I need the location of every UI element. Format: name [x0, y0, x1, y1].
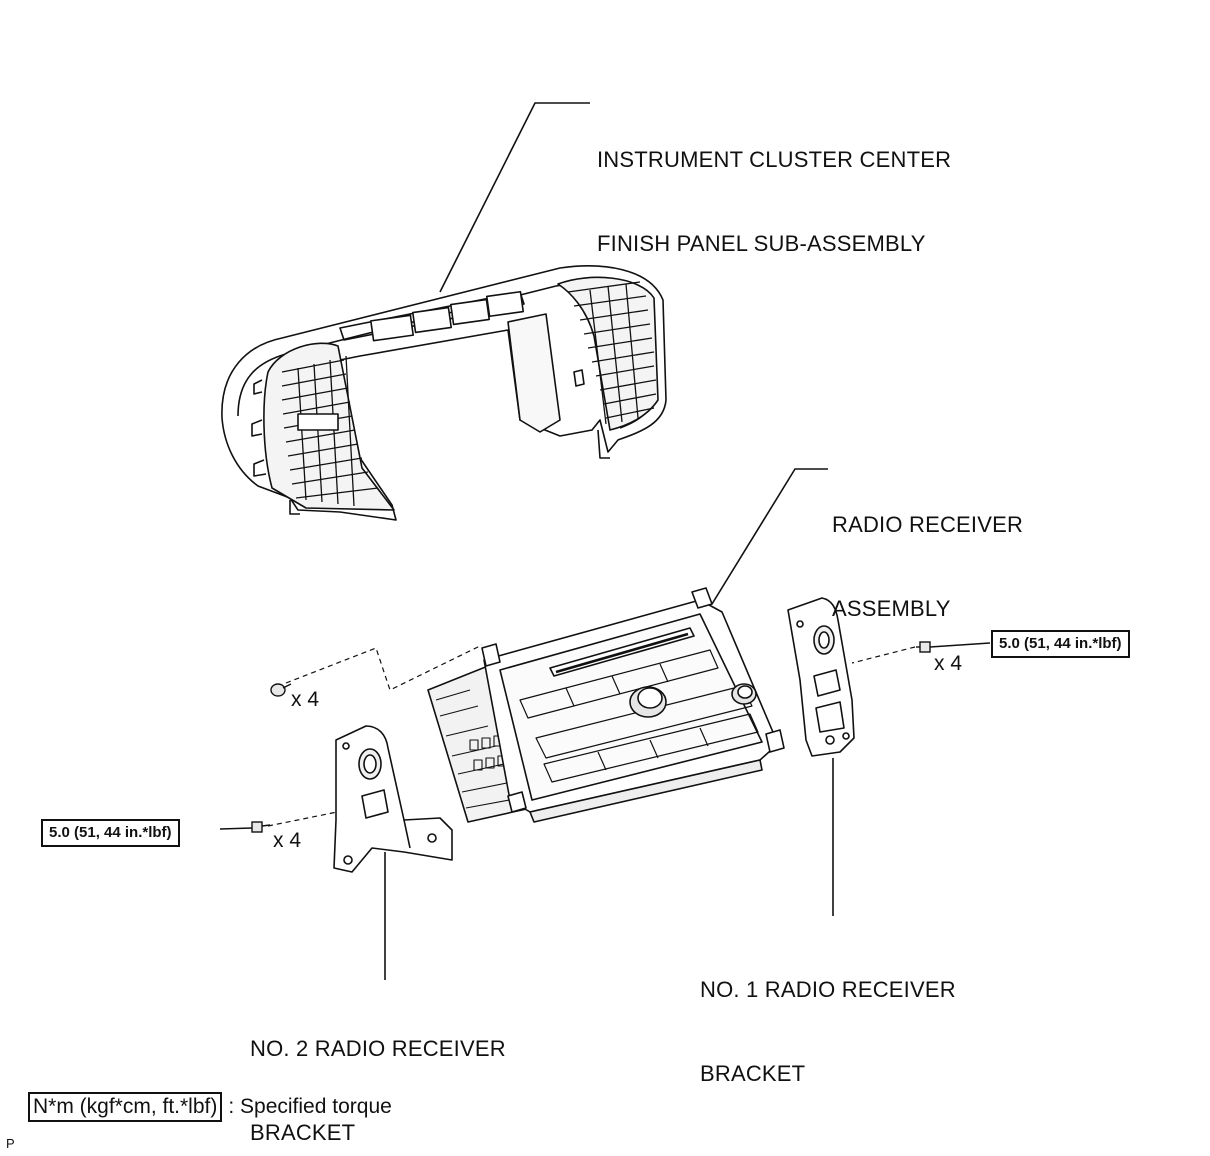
radio-receiver-label: RADIO RECEIVER ASSEMBLY: [832, 455, 1023, 679]
radio-receiver-label-line2: ASSEMBLY: [832, 596, 951, 621]
finish-panel-label-line1: INSTRUMENT CLUSTER CENTER: [597, 147, 952, 172]
bolt-left: [219, 821, 271, 833]
leader-finish-panel: [439, 102, 590, 293]
bolt-right: [916, 641, 991, 653]
finish-panel-label: INSTRUMENT CLUSTER CENTER FINISH PANEL S…: [597, 90, 951, 314]
qty-right: x 4: [934, 652, 963, 675]
finish-panel-label-line2: FINISH PANEL SUB-ASSEMBLY: [597, 231, 926, 256]
leader-lines: [384, 102, 834, 980]
finish-panel-drawing: [221, 265, 667, 521]
corner-mark: P: [6, 1136, 15, 1151]
leader-radio-receiver: [711, 468, 828, 605]
legend-text: : Specified torque: [228, 1095, 392, 1118]
bracket-1-label-line2: BRACKET: [700, 1061, 806, 1086]
bracket-2-label: NO. 2 RADIO RECEIVER BRACKET: [250, 979, 506, 1156]
bracket-2-label-line1: NO. 2 RADIO RECEIVER: [250, 1036, 506, 1061]
screw-upper-left: [270, 683, 292, 697]
torque-legend: N*m (kgf*cm, ft.*lbf) : Specified torque: [28, 1092, 392, 1122]
dash-upper-left: [285, 644, 483, 691]
radio-receiver-label-line1: RADIO RECEIVER: [832, 512, 1024, 537]
torque-spec-left: 5.0 (51, 44 in.*lbf): [41, 819, 180, 847]
torque-spec-right: 5.0 (51, 44 in.*lbf): [991, 630, 1130, 658]
qty-upper-left: x 4: [291, 688, 320, 711]
bracket-1-label-line1: NO. 1 RADIO RECEIVER: [700, 977, 956, 1002]
bracket-2-drawing: [333, 725, 453, 873]
legend-unit-box: N*m (kgf*cm, ft.*lbf): [28, 1092, 223, 1122]
dash-right: [851, 646, 916, 664]
bracket-2-label-line2: BRACKET: [250, 1120, 356, 1145]
bracket-1-label: NO. 1 RADIO RECEIVER BRACKET: [700, 920, 956, 1144]
qty-left: x 4: [273, 829, 302, 852]
radio-receiver-drawing: [427, 587, 785, 823]
bracket-1-drawing: [787, 597, 855, 757]
